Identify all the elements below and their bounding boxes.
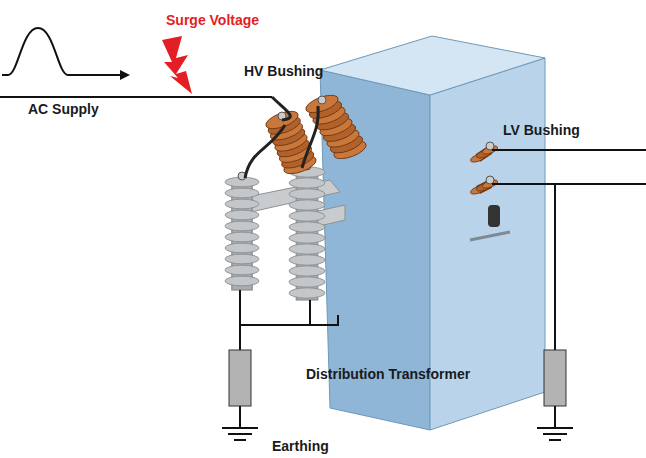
lv-arrester: [488, 205, 500, 227]
earth-wire: [309, 300, 311, 325]
earth-wire: [554, 406, 556, 428]
bushing: [304, 92, 369, 162]
earth-symbol: [222, 427, 258, 429]
surge-arrester: [225, 172, 259, 290]
bushing: [469, 176, 498, 196]
earth-resistor: [229, 350, 251, 406]
part-label: Distribution Transformer: [306, 366, 470, 382]
supply-line: [0, 96, 272, 98]
earth-wire: [239, 325, 241, 350]
surge-label: Surge Voltage: [166, 12, 259, 28]
lv-line: [492, 183, 646, 185]
earth-symbol: [537, 427, 573, 429]
earth-wire: [239, 406, 241, 428]
tank-top: [320, 36, 545, 95]
part-label: HV Bushing: [244, 63, 323, 79]
earth-resistor: [544, 350, 566, 406]
earth-wire: [554, 184, 556, 350]
lightning-bolt: [162, 36, 192, 94]
ac-waveform: [2, 28, 128, 75]
bushing: [469, 142, 498, 164]
part-label: LV Bushing: [503, 122, 580, 138]
part-label: Earthing: [272, 438, 329, 454]
hv-lead: [245, 125, 285, 178]
hv-lead: [302, 106, 318, 168]
hv-lead: [272, 97, 290, 120]
surge-arrester: [289, 162, 325, 300]
earth-symbol: [549, 439, 561, 441]
supply-label: AC Supply: [28, 101, 99, 117]
earth-symbol: [543, 433, 567, 435]
tank-bracket: [470, 232, 510, 240]
earth-symbol: [228, 433, 252, 435]
lv-line: [492, 149, 646, 151]
earth-symbol: [234, 439, 246, 441]
earth-wire: [240, 290, 338, 325]
